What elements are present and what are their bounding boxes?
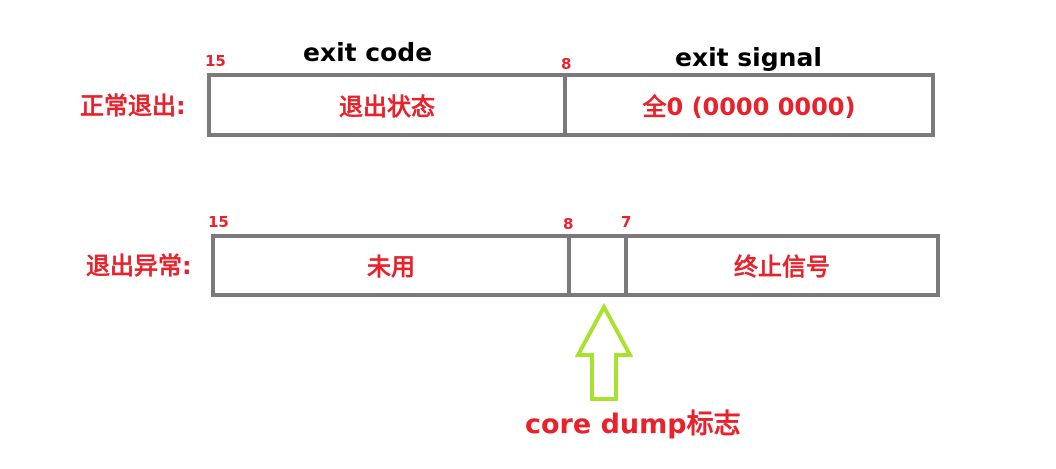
abnormal-exit-divider-8 xyxy=(567,234,571,297)
abnormal-unused-cell: 未用 xyxy=(367,253,415,281)
abnormal-exit-label: 退出异常: xyxy=(86,252,192,280)
abnormal-exit-register xyxy=(211,234,940,297)
normal-exit-signal-cell: 全0 (0000 0000) xyxy=(642,93,856,121)
normal-exit-label: 正常退出: xyxy=(80,92,186,120)
abnormal-bit-8: 8 xyxy=(563,215,574,233)
core-dump-caption: core dump标志 xyxy=(525,409,741,440)
abnormal-bit-7: 7 xyxy=(621,213,632,231)
abnormal-term-signal-cell: 终止信号 xyxy=(734,253,830,281)
exit-signal-header: exit signal xyxy=(675,43,822,72)
normal-exit-register xyxy=(207,73,935,137)
normal-exit-status-cell: 退出状态 xyxy=(339,93,435,121)
arrow-up-icon xyxy=(574,303,634,401)
abnormal-exit-divider-7 xyxy=(624,234,628,297)
abnormal-bit-15: 15 xyxy=(208,213,229,231)
normal-bit-15: 15 xyxy=(205,52,226,70)
exit-code-header: exit code xyxy=(303,38,433,67)
normal-bit-8: 8 xyxy=(561,55,572,73)
normal-exit-divider xyxy=(563,73,567,137)
